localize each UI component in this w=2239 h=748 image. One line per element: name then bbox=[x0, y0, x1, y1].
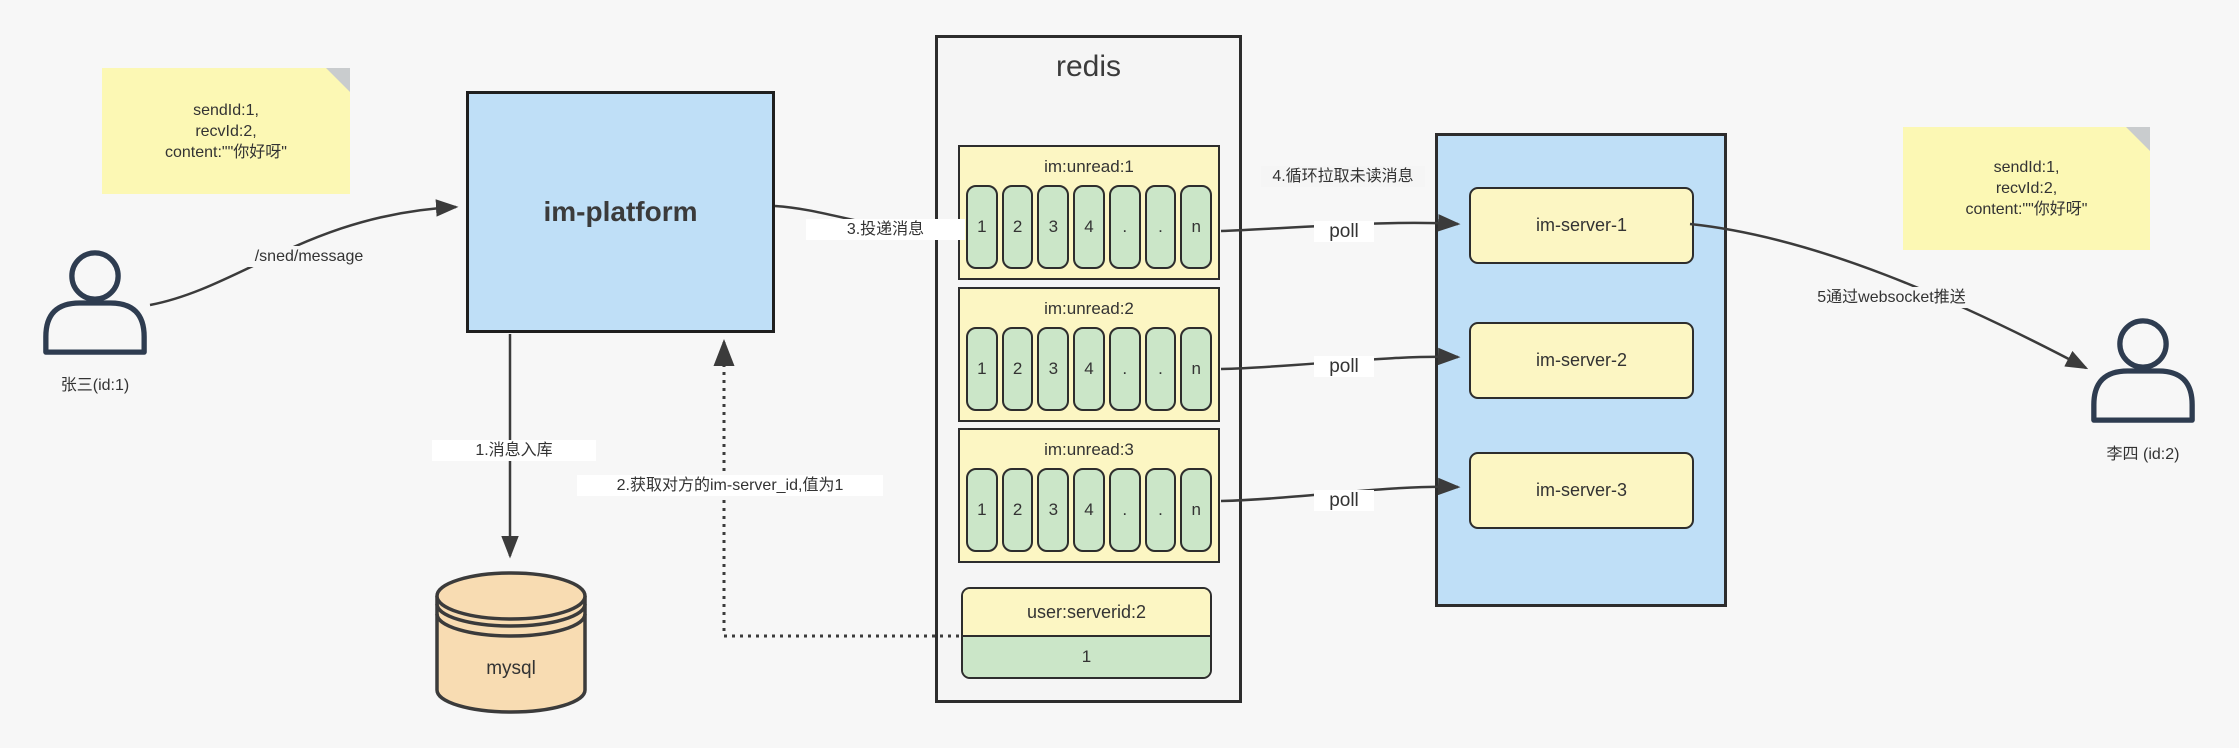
im-server-1-box[interactable]: im-server-1 bbox=[1469, 187, 1694, 264]
person-receiver-icon[interactable] bbox=[2090, 318, 2196, 424]
label-poll-3: poll bbox=[1314, 490, 1374, 511]
queue-cell: 4 bbox=[1073, 185, 1105, 269]
queue-cell: 3 bbox=[1037, 185, 1070, 269]
receiver-label: 李四 (id:2) bbox=[2106, 446, 2180, 463]
note-fold-corner-icon bbox=[2126, 127, 2150, 151]
label-send-api: /sned/message bbox=[227, 246, 391, 267]
sticky-note-right[interactable]: sendId:1, recvId:2, content:""你好呀" bbox=[1903, 127, 2150, 250]
queue-cell: 1 bbox=[966, 185, 998, 269]
queue-title: im:unread:2 bbox=[1044, 299, 1134, 318]
queue-cell: n bbox=[1180, 327, 1213, 411]
queue-title: im:unread:1 bbox=[1044, 157, 1134, 176]
queue-cell: . bbox=[1108, 327, 1141, 411]
redis-title: redis bbox=[1055, 50, 1122, 83]
note-line: content:""你好呀" bbox=[165, 143, 287, 161]
sender-label: 张三(id:1) bbox=[60, 377, 130, 394]
edge-lookup-serverid-dotted[interactable] bbox=[713, 339, 959, 638]
label-step3: 3.投递消息 bbox=[806, 219, 965, 240]
mysql-cylinder[interactable]: mysql bbox=[433, 568, 589, 716]
note-line: recvId:2, bbox=[1995, 180, 2058, 197]
note-line: sendId:1, bbox=[193, 101, 259, 119]
queue-cell: 3 bbox=[1037, 327, 1070, 411]
im-server-2-label: im-server-2 bbox=[1535, 350, 1627, 370]
queue-cell: 1 bbox=[966, 327, 998, 411]
sticky-note-left[interactable]: sendId:1, recvId:2, content:""你好呀" bbox=[102, 68, 350, 194]
edge-websocket-push[interactable] bbox=[1689, 222, 2089, 370]
queue-cell: . bbox=[1144, 327, 1177, 411]
label-step5: 5通过websocket推送 bbox=[1777, 287, 2006, 308]
im-server-2-box[interactable]: im-server-2 bbox=[1469, 322, 1694, 399]
im-server-cluster[interactable]: im-server-1 im-server-2 im-server-3 bbox=[1435, 133, 1727, 607]
user-serverid-box[interactable]: user:serverid:2 1 bbox=[961, 587, 1212, 679]
queue-cell: . bbox=[1144, 468, 1177, 552]
im-platform-box[interactable]: im-platform bbox=[466, 91, 775, 333]
im-server-3-label: im-server-3 bbox=[1535, 480, 1627, 500]
queue-cell: . bbox=[1108, 468, 1141, 552]
label-poll-1: poll bbox=[1314, 221, 1374, 242]
label-step4: 4.循环拉取未读消息 bbox=[1261, 166, 1425, 187]
queue-title: im:unread:3 bbox=[1044, 440, 1134, 459]
queue-cell: . bbox=[1144, 185, 1177, 269]
queue-cell: n bbox=[1180, 468, 1213, 552]
label-step2: 2.获取对方的im-server_id,值为1 bbox=[577, 475, 883, 496]
queue-cell: 2 bbox=[1001, 327, 1034, 411]
queue-im-unread-3[interactable]: im:unread:3 1 2 3 4 . . n bbox=[958, 428, 1220, 563]
note-line: recvId:2, bbox=[195, 122, 257, 140]
user-serverid-value: 1 bbox=[963, 637, 1210, 677]
queue-cell: 2 bbox=[1001, 468, 1034, 552]
queue-cell: 2 bbox=[1001, 185, 1034, 269]
queue-im-unread-1[interactable]: im:unread:1 1 2 3 4 . . n bbox=[958, 145, 1220, 280]
queue-cell: 3 bbox=[1037, 468, 1070, 552]
user-serverid-title: user:serverid:2 bbox=[963, 589, 1210, 637]
queue-cell: . bbox=[1108, 185, 1141, 269]
label-poll-2: poll bbox=[1314, 356, 1374, 377]
queue-cell: 4 bbox=[1073, 468, 1105, 552]
note-line: content:""你好呀" bbox=[1965, 201, 2088, 218]
queue-im-unread-2[interactable]: im:unread:2 1 2 3 4 . . n bbox=[958, 287, 1220, 422]
im-platform-label: im-platform bbox=[543, 196, 698, 227]
queue-cell: 1 bbox=[966, 468, 998, 552]
label-step1: 1.消息入库 bbox=[432, 440, 596, 461]
redis-container[interactable]: redis im:unread:1 1 2 3 4 . . n im:unrea… bbox=[935, 35, 1242, 703]
im-server-3-box[interactable]: im-server-3 bbox=[1469, 452, 1694, 529]
im-server-1-label: im-server-1 bbox=[1535, 215, 1627, 235]
note-fold-corner-icon bbox=[326, 68, 350, 92]
mysql-label: mysql bbox=[486, 658, 536, 679]
person-sender-icon[interactable] bbox=[42, 250, 148, 356]
queue-cell: n bbox=[1180, 185, 1213, 269]
note-line: sendId:1, bbox=[1993, 159, 2060, 176]
queue-cell: 4 bbox=[1073, 327, 1105, 411]
